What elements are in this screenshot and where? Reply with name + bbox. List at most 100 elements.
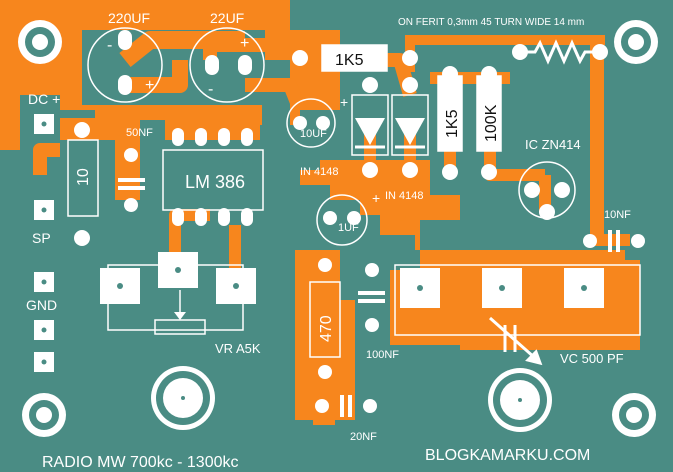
pad-220uf-a — [118, 30, 132, 50]
pad-470-b — [318, 365, 332, 379]
pad-22uf-a — [205, 55, 219, 75]
pad-1k5-top-b — [402, 50, 418, 66]
pad-470-a — [318, 258, 332, 272]
silkscreen — [67, 27, 641, 358]
label-gnd: GND — [26, 297, 57, 313]
pad-100k-a — [481, 66, 497, 82]
pad-50nf-a — [124, 148, 138, 162]
copper-track-top — [405, 35, 605, 72]
polarity-plus-10uf: + — [340, 94, 348, 110]
pad-220uf-b — [118, 75, 132, 95]
diode-1-symbol — [355, 118, 385, 145]
label-cap-50nf: 50NF — [126, 127, 153, 139]
hole-vr-2 — [175, 267, 181, 273]
hole-gnd-c — [41, 359, 47, 365]
label-cap-10nf: 10NF — [604, 209, 631, 221]
ic-lm386-outline — [162, 149, 264, 211]
pad-10uf-a — [293, 116, 307, 130]
label-ic-zn414: IC ZN414 — [525, 137, 581, 152]
vc-arrow-head — [525, 349, 543, 366]
pad-1uf-b — [347, 211, 361, 225]
pad-20nf-b — [363, 399, 377, 413]
pad-lm386-1 — [172, 128, 184, 146]
res-1k5-top-outline — [321, 44, 388, 72]
label-res-1k5-top: 1K5 — [335, 52, 364, 69]
gap-3 — [262, 60, 290, 125]
label-cap-20nf: 20NF — [350, 431, 377, 443]
copper-pour-bottom-left — [0, 262, 10, 472]
pad-100nf-a — [365, 263, 379, 277]
polarity-minus-22uf: - — [208, 81, 213, 98]
pad-20nf-a — [315, 399, 329, 413]
pad-diode2-a — [402, 77, 418, 93]
pad-10nf-b — [631, 234, 645, 248]
pad-1k5v-a — [442, 66, 458, 82]
pad-diode1-a — [362, 77, 378, 93]
cap-220uf-outline — [87, 27, 163, 103]
label-cap-1uf: 1UF — [338, 222, 359, 234]
label-diode-1: IN 4148 — [300, 166, 339, 178]
res-470-outline — [309, 281, 341, 358]
hole-vc-3 — [581, 285, 587, 291]
knob-pad-vc — [488, 368, 552, 432]
vr-track — [154, 319, 206, 335]
copper-track-bottom — [313, 350, 335, 425]
label-sp: SP — [32, 230, 51, 246]
label-res-470: 470 — [318, 315, 335, 342]
round-pads — [74, 30, 645, 413]
board-title: RADIO MW 700kc - 1300kc — [42, 454, 239, 471]
label-cap-220uf: 220UF — [108, 10, 150, 26]
pad-lm386-6 — [195, 208, 207, 226]
track-b — [130, 60, 188, 93]
pad-diode1-b — [362, 162, 378, 178]
vr-wiper-head — [174, 312, 186, 320]
label-vc: VC 500 PF — [560, 351, 624, 366]
diodes — [351, 94, 429, 156]
label-cap-10uf: 10UF — [300, 128, 327, 140]
diode-2-body — [391, 94, 429, 156]
square-pad-holes — [41, 121, 587, 365]
pad-lm386-5 — [172, 208, 184, 226]
label-cap-22uf: 22UF — [210, 10, 244, 26]
pad-zn414-1 — [524, 182, 540, 198]
mounting-hole-bottom-right — [612, 393, 656, 437]
copper-track-coil — [590, 45, 604, 245]
pad-50nf-b — [124, 198, 138, 212]
hole-gnd-b — [41, 327, 47, 333]
track-d — [245, 78, 307, 113]
pad-diode2-b — [402, 162, 418, 178]
pad-coil-a — [512, 44, 528, 60]
label-vr: VR A5K — [215, 341, 261, 356]
pads — [18, 20, 658, 437]
vr-wiper — [154, 290, 206, 335]
pad-10nf-a — [583, 234, 597, 248]
mounting-hole-top-right — [614, 20, 658, 64]
pad-lm386-2 — [195, 128, 207, 146]
cap-22uf-outline — [189, 27, 265, 103]
diode-1-body — [351, 94, 389, 156]
mounting-hole-bottom-left — [22, 393, 66, 437]
labels: 220UF 22UF 1K5 ON FERIT 0,3mm 45 TURN WI… — [26, 10, 631, 471]
copper-pour-right — [300, 160, 640, 350]
label-ic-lm386: LM 386 — [185, 172, 245, 192]
vc-arrow — [489, 316, 543, 366]
pad-coil-b — [592, 44, 608, 60]
hole-vc-2 — [499, 285, 505, 291]
track-q — [380, 170, 406, 221]
pad-lm386-7 — [218, 208, 230, 226]
pad-zn414-3 — [539, 204, 555, 220]
website-label: BLOGKAMARKU.COM — [425, 447, 590, 464]
vc-arrow-line — [489, 316, 536, 360]
label-res-1k5-vert: 1K5 — [444, 109, 461, 138]
pad-100nf-b — [365, 318, 379, 332]
track-p — [33, 143, 60, 175]
vc-outline — [394, 264, 641, 336]
pad-22uf-b — [238, 55, 252, 75]
pad-lm386-8 — [241, 208, 253, 226]
knob-pad-vr — [151, 366, 215, 430]
pad-lm386-3 — [218, 128, 230, 146]
pad-1k5v-b — [442, 164, 458, 180]
ceramic-caps — [118, 178, 620, 417]
label-res-10: 10 — [75, 168, 92, 186]
hole-vr-3 — [233, 283, 239, 289]
